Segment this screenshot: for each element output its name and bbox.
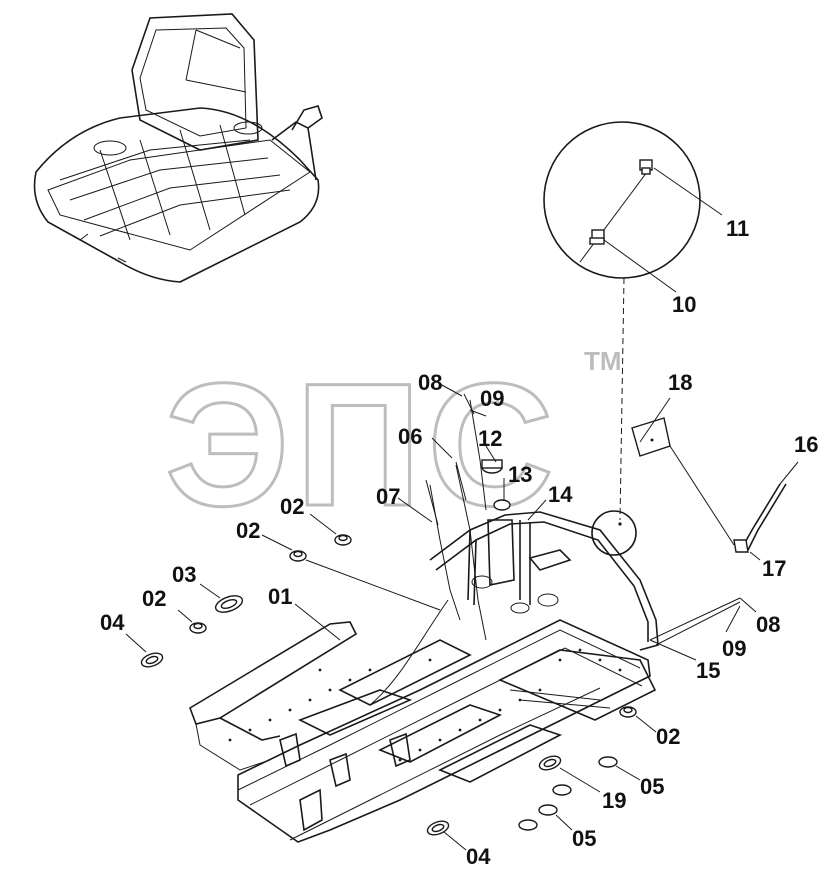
- plug-02-b: [289, 550, 307, 562]
- grommet-04-b: [426, 820, 450, 836]
- watermark-text: ЭПС: [165, 348, 560, 543]
- grommet-03: [214, 595, 244, 613]
- callout-02-a: 02: [280, 494, 304, 519]
- cap-05-b: [552, 784, 572, 796]
- rivet-holes: [228, 648, 622, 762]
- callout-12: 12: [478, 426, 502, 451]
- callout-05-bottom: 05: [572, 826, 596, 851]
- fitting-10: [589, 229, 605, 245]
- plug-02-d: [619, 706, 637, 718]
- fitting-11: [639, 159, 653, 175]
- loose-parts: [140, 393, 787, 836]
- watermark: ЭПС TM: [164, 346, 622, 545]
- cap-12: [481, 459, 503, 474]
- watermark-trademark: TM: [584, 346, 622, 376]
- callout-09-top: 09: [480, 386, 504, 411]
- callout-14: 14: [548, 482, 573, 507]
- hose-16-17: [669, 445, 787, 553]
- detail-circle-small: [591, 510, 637, 556]
- callout-02-b: 02: [236, 518, 260, 543]
- callout-10: 10: [672, 292, 696, 317]
- callout-04-left: 04: [100, 610, 125, 635]
- callout-11: 11: [726, 216, 749, 241]
- grommet-19: [538, 755, 562, 771]
- callout-02-d: 02: [656, 724, 680, 749]
- callout-06: 06: [398, 424, 422, 449]
- callout-13: 13: [508, 462, 532, 487]
- callout-07: 07: [376, 484, 400, 509]
- callout-01: 01: [268, 584, 292, 609]
- callout-05-right: 05: [640, 774, 664, 799]
- cap-13: [493, 499, 511, 511]
- callout-17: 17: [762, 556, 786, 581]
- cap-05-a: [598, 756, 618, 768]
- callout-16: 16: [794, 432, 818, 457]
- detail-circle: [543, 121, 701, 521]
- callout-04-bottom: 04: [466, 844, 491, 869]
- hose-08-09-right: [649, 597, 741, 646]
- cap-05-d: [518, 819, 538, 831]
- callout-08-right: 08: [756, 612, 780, 637]
- callout-19: 19: [602, 788, 626, 813]
- chassis-frame: [189, 399, 659, 843]
- plug-02-a: [334, 534, 352, 546]
- callout-08-top: 08: [418, 370, 442, 395]
- bracket-18: [631, 417, 671, 457]
- callout-09-right: 09: [722, 636, 746, 661]
- callout-15: 15: [696, 658, 720, 683]
- callout-18: 18: [668, 370, 692, 395]
- callout-02-c: 02: [142, 586, 166, 611]
- leader-lines: [125, 167, 799, 851]
- cap-05-c: [538, 804, 558, 816]
- excavator-overview-drawing: [33, 13, 323, 283]
- callout-03: 03: [172, 562, 196, 587]
- plug-02-c: [189, 622, 207, 634]
- grommet-04-a: [140, 652, 164, 668]
- callout-labels: 11 10 18 16 08 09 06 12 13 07 14 02 02 0…: [100, 216, 818, 869]
